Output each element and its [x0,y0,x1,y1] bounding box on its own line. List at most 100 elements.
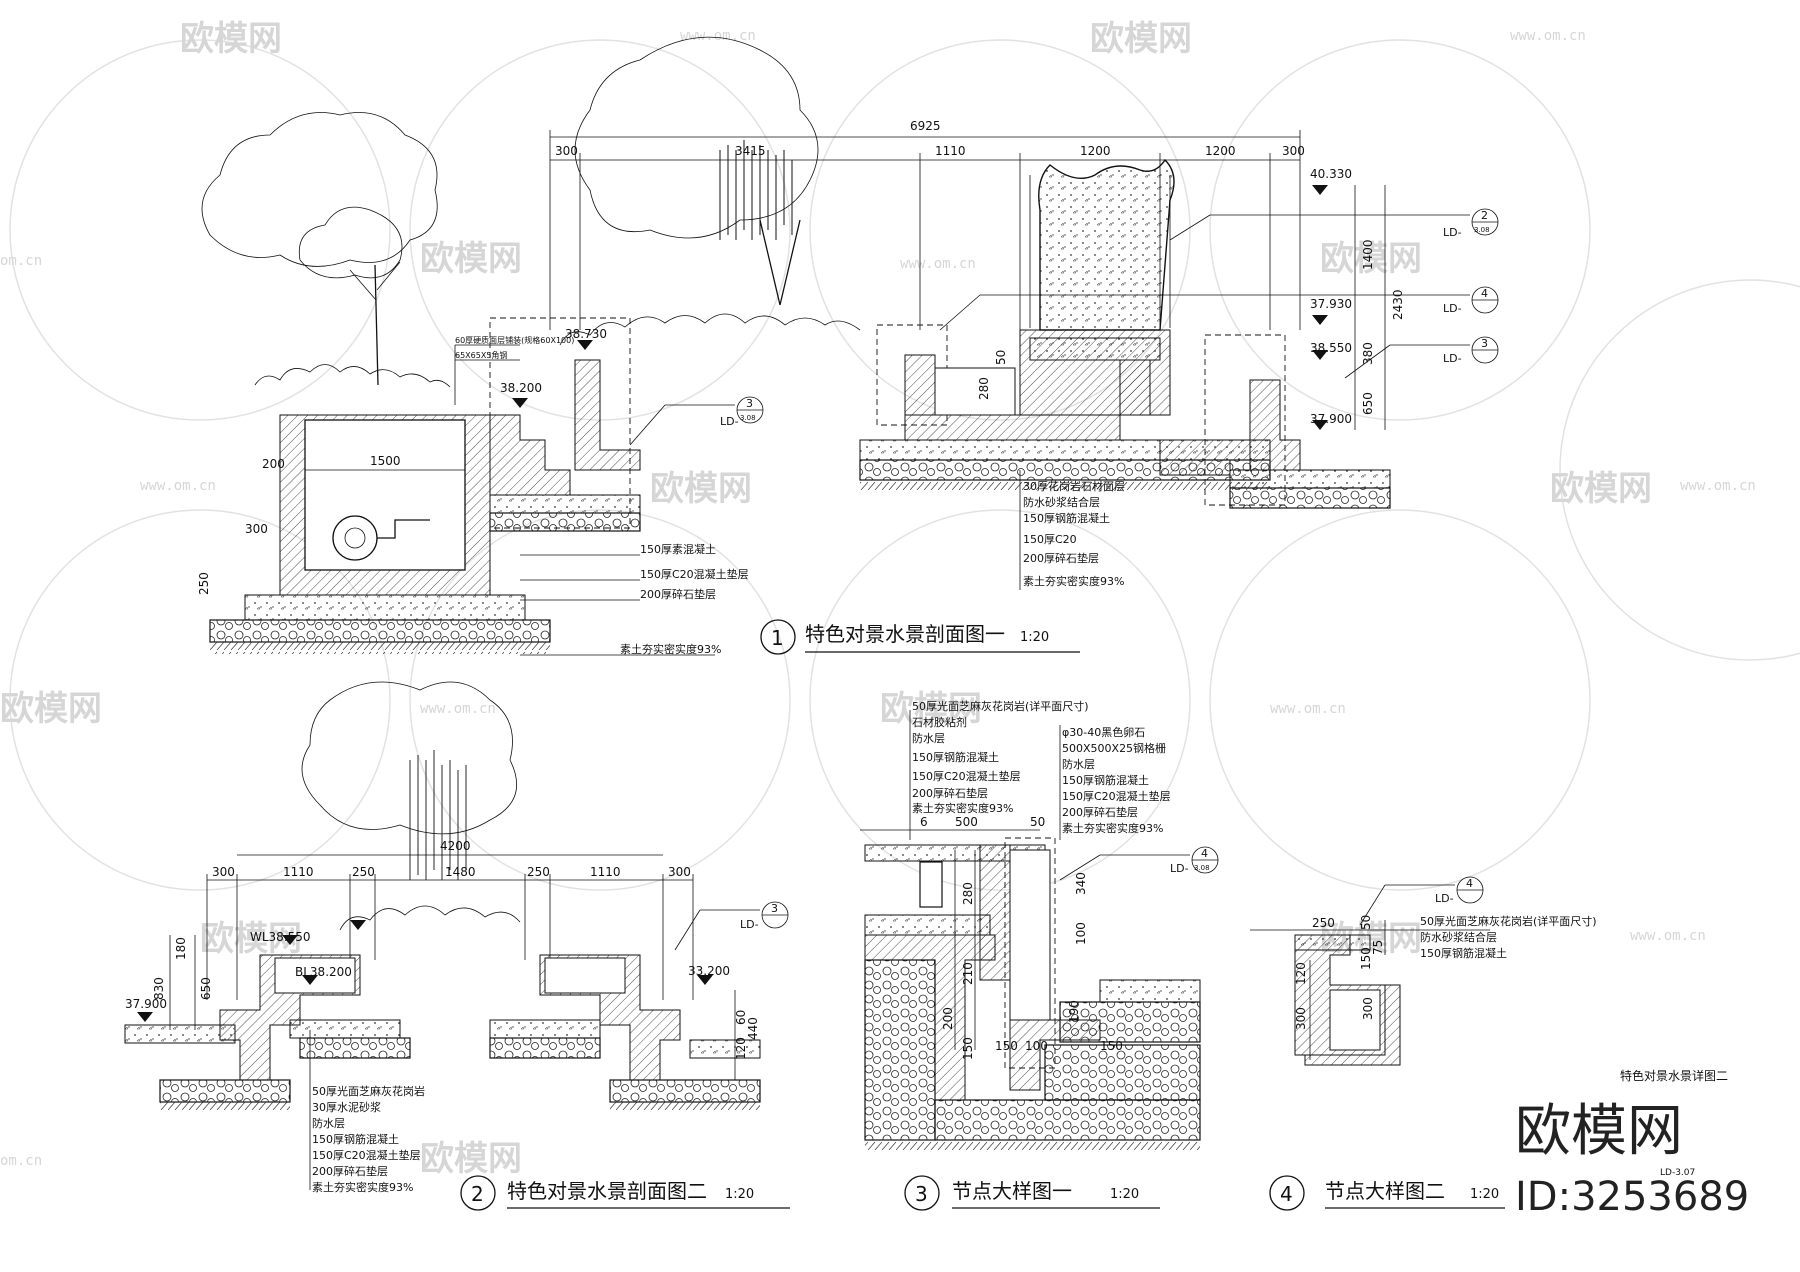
detail-4-drawing: 250 120 300 50 150 75 300 50厚光面芝麻灰花岗岩(详平… [1250,876,1597,1211]
dim: 250 [352,865,375,879]
layer-note: 150厚素混凝土 [640,542,716,556]
section-2-drawing: 4200 300 1110 250 1480 250 1110 300 [124,681,790,1211]
ref-number: 3 [746,397,753,410]
section-number: 3 [915,1182,928,1206]
watermark-url: www.om.cn [420,701,496,717]
dim: 1500 [370,454,401,468]
layer-note: 150厚钢筋混凝土 [912,750,999,764]
layer-note: 30厚水泥砂浆 [312,1100,381,1114]
dim: 300 [555,144,578,158]
dim: 280 [977,377,991,400]
tree-section-2 [301,681,521,931]
watermark-brand: 欧模网 [650,469,752,509]
watermark-url: www.om.cn [900,256,976,272]
watermark-brand: 欧模网 [880,689,982,729]
detail-3-drawing: 50厚光面芝麻灰花岗岩(详平面尺寸) 石材胶粘剂 防水层 150厚钢筋混凝土 1… [860,699,1219,1211]
dim: 210 [961,962,975,985]
elevation-label: 37.900 [1310,412,1352,426]
dim: 150 [961,1037,975,1060]
dim: 150 [1100,1039,1123,1053]
watermark-ring-1 [9,39,1800,891]
detail-3-title-block: 3 节点大样图一 1:20 [904,1175,1160,1211]
tree-center [574,36,819,306]
feature-stone [1038,158,1175,331]
layer-note: 30厚花岗岩石材面层 [1023,479,1125,493]
layer-note: 150厚钢筋混凝土 [1023,511,1110,525]
detail-3-vertical-dims: 280 340 100 210 200 150 190 150 100 150 [941,850,1123,1060]
dim: 250 [1312,916,1335,930]
dim: 650 [199,977,213,1000]
dim: 120 [734,1037,748,1060]
watermark-url: www.om.cn [680,28,756,44]
ref-label: LD- [1443,226,1462,239]
layer-note: 500X500X25钢格栅 [1062,741,1166,755]
elevation-label: 38.730 [565,327,607,341]
layer-note: 素土夯实密实度93% [312,1180,413,1194]
dim: 60 [734,1010,748,1025]
detail-4-notes: 50厚光面芝麻灰花岗岩(详平面尺寸) 防水砂浆结合层 150厚钢筋混凝土 [1384,914,1597,960]
dim: 300 [245,522,268,536]
elevation-label: 40.330 [1310,167,1352,181]
section-scale: 1:20 [725,1187,754,1202]
layer-note: 防水层 [1062,757,1095,771]
ref-number: 4 [1466,877,1473,890]
section-scale: 1:20 [1470,1187,1499,1202]
dim: 1110 [283,865,314,879]
detail-reference-1: 2 3.08 LD- [1169,208,1499,241]
dim-total: 4200 [440,839,471,853]
elevation-label: 38.200 [500,381,542,395]
dim: 50 [994,350,1008,365]
layer-note: 200厚碎石垫层 [1062,805,1138,819]
section-title: 特色对景水景剖面图一 [805,622,1005,646]
ref-number: 4 [1481,287,1488,300]
elevation-label: 37.900 [125,997,167,1011]
layer-note: 素土夯实密实度93% [620,642,721,656]
section-scale: 1:20 [1020,630,1049,645]
ref-label: LD- [740,918,759,931]
layer-note: 150厚C20混凝土垫层 [1062,789,1171,803]
watermark-brand: 欧模网 [1550,469,1652,509]
dim: 1110 [935,144,966,158]
dim: 50 [1359,915,1373,930]
dim: 500 [955,815,978,829]
watermark-brand: 欧模网 [200,919,302,959]
ref-sheet: 3.08 [740,414,756,422]
section-title: 特色对景水景剖面图二 [507,1179,707,1203]
layer-note: 素土夯实密实度93% [912,801,1013,815]
layer-notes-left: 60厚硬质面层铺装(规格60X100) 65X65X5角钢 150厚素混凝土 1… [454,335,749,656]
watermark-brand: 欧模网 [420,239,522,279]
layer-note: 150厚钢筋混凝土 [1062,773,1149,787]
watermark-brand: 欧模网 [180,19,282,59]
dim: 650 [1361,392,1375,415]
detail-reference-4: 3 3.08 LD- [629,396,764,446]
dim: 440 [746,1017,760,1040]
dim: 6 [920,815,928,829]
detail-reference-3: 3 LD- [1344,336,1499,379]
watermark-url: www.om.cn [140,478,216,494]
watermark-brand: 欧模网 [1320,239,1422,279]
dim: 300 [1361,997,1375,1020]
dim: 250 [527,865,550,879]
elevation-label: 33.200 [688,964,730,978]
watermark-url: www.om.cn [1630,928,1706,944]
section-title: 节点大样图一 [952,1179,1072,1203]
ref-label: LD- [1170,862,1189,875]
detail-3-notes-top: 50厚光面芝麻灰花岗岩(详平面尺寸) 石材胶粘剂 防水层 150厚钢筋混凝土 1… [912,699,1089,815]
dim: 300 [212,865,235,879]
section-number: 2 [471,1182,484,1206]
layer-notes-center: 30厚花岗岩石材面层 防水砂浆结合层 150厚钢筋混凝土 150厚C20 200… [1019,470,1125,590]
dim: 830 [152,977,166,1000]
dim: 340 [1074,872,1088,895]
dim: 180 [174,937,188,960]
ref-number: 3 [1481,337,1488,350]
watermark-brand: 欧模网 [1090,19,1192,59]
watermark-url: www.om.cn [1270,701,1346,717]
layer-note: 石材胶粘剂 [912,715,967,729]
dim: 1200 [1205,144,1236,158]
layer-note: 60厚硬质面层铺装(规格60X100) [455,335,574,345]
section-1-drawing: 6925 300 3415 1110 1200 1200 300 [197,36,1499,656]
dim: 1110 [590,865,621,879]
dim: 250 [197,572,211,595]
drawing-number: LD-3.07 [1660,1168,1695,1178]
